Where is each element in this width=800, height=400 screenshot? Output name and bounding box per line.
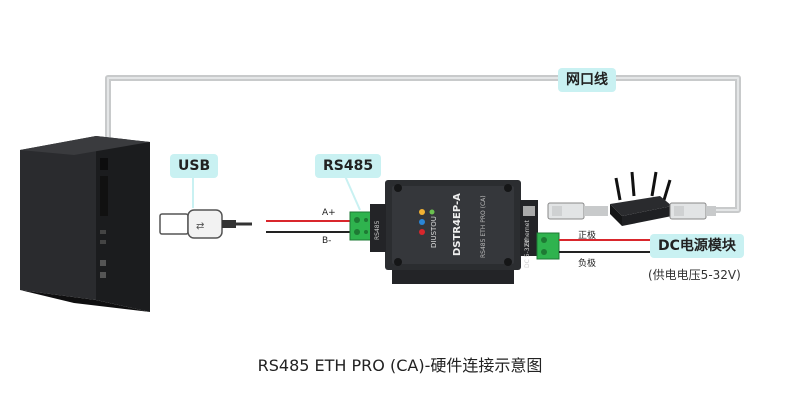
ethernet-plug-right-icon [669,202,716,220]
b-minus-label: B- [322,236,332,246]
ethernet-plug-left-icon [547,202,608,220]
a-plus-label: A+ [322,208,336,218]
usb-plug-icon: ⇄ [159,209,252,239]
negative-label: 负极 [578,259,597,269]
svg-text:⇄: ⇄ [196,221,204,232]
device-subtitle: RS485 ETH PRO (CA) [480,195,487,258]
router-icon [610,171,672,226]
pc-tower-icon [20,136,150,312]
usb-label: USB [170,154,219,178]
device-body [370,180,538,284]
device-dc-label: DC 5-32V [524,239,531,268]
positive-label: 正极 [578,231,597,241]
rs485-terminal-block [349,211,373,241]
dc-power-label: DC电源模块 [650,234,744,258]
diagram-caption: RS485 ETH PRO (CA)-硬件连接示意图 [257,356,543,375]
device-brand: DIUSTOU [430,216,438,248]
device-rs485-label: RS485 [374,220,381,240]
device-model: DSTR4EP-A [452,193,463,256]
rs485-label: RS485 [315,154,382,178]
network-cable-label: 网口线 [558,68,616,92]
power-range-note: (供电电压5-32V) [648,268,741,282]
dc-terminal-block [536,232,560,260]
